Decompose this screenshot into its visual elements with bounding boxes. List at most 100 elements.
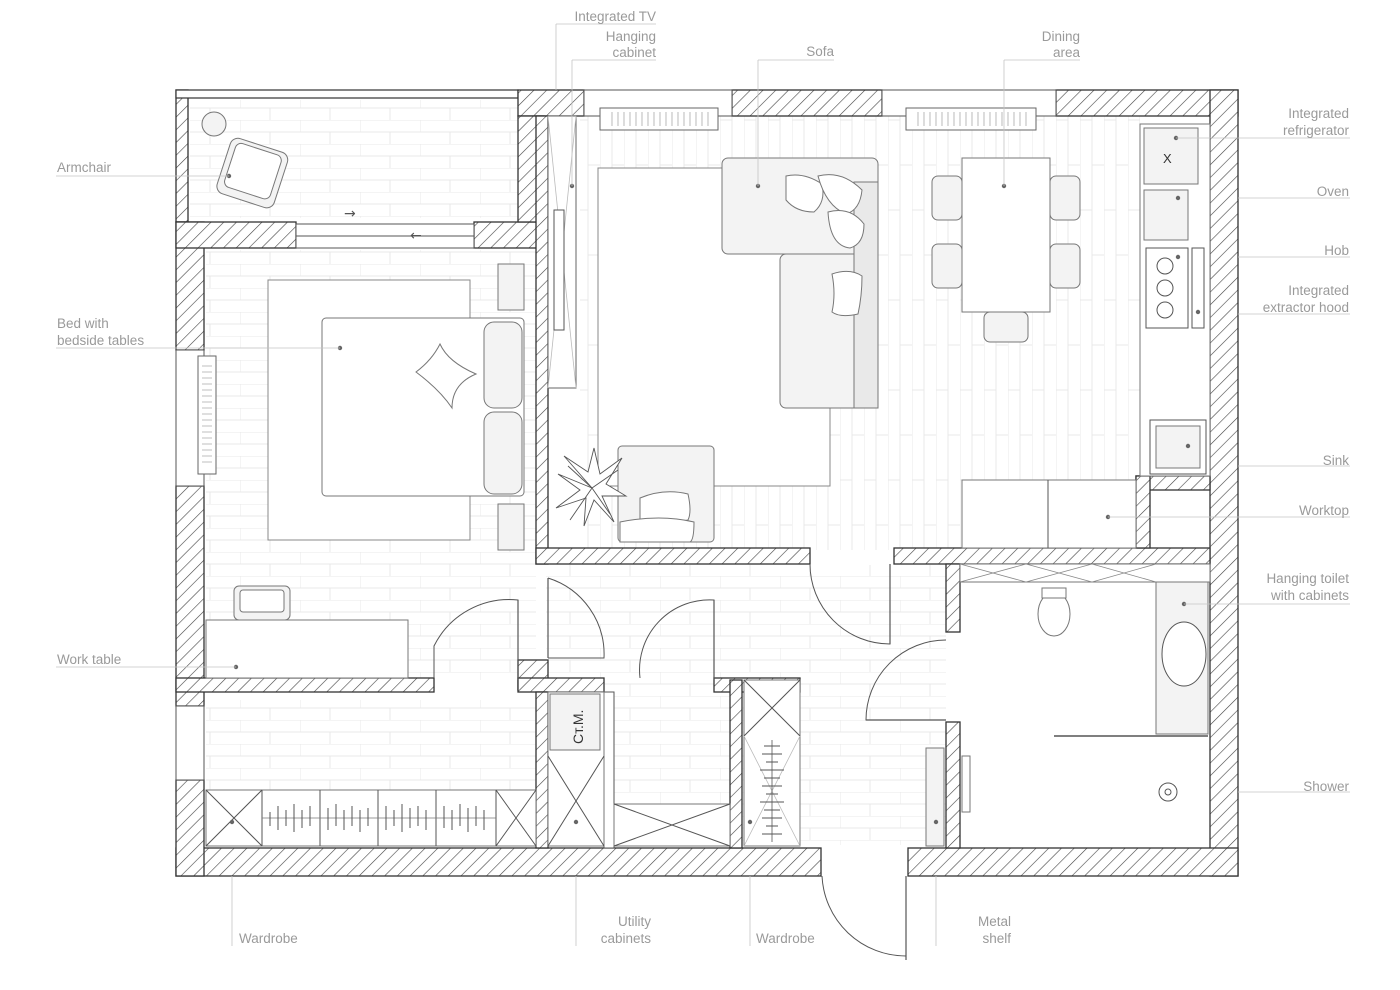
label-hanging-toilet-1: Hanging toilet bbox=[1266, 571, 1349, 586]
utility-cabinets: Ст.М. bbox=[547, 691, 731, 847]
label-work-table: Work table bbox=[57, 652, 121, 667]
metal-shelf bbox=[925, 747, 945, 847]
wall-partition-vertical bbox=[535, 115, 549, 565]
balcony-plant-pot bbox=[201, 111, 227, 137]
wall-living-bottom-1 bbox=[535, 547, 811, 565]
label-integrated-tv: Integrated TV bbox=[574, 9, 656, 24]
door-hall-1 bbox=[547, 577, 605, 659]
bedside-table-1 bbox=[497, 263, 525, 311]
balcony: → ← bbox=[201, 111, 422, 244]
wall-utility-mid bbox=[603, 691, 615, 849]
balcony-wall-left bbox=[175, 89, 189, 223]
balcony-arrow-lower: ← bbox=[410, 228, 422, 244]
label-hanging-cabinet-1: Hanging bbox=[606, 29, 656, 44]
label-extractor-hood-1: Integrated bbox=[1288, 283, 1349, 298]
label-utility-cabinets-1: Utility bbox=[618, 914, 651, 929]
label-worktop: Worktop bbox=[1299, 503, 1349, 518]
label-sofa: Sofa bbox=[806, 44, 834, 59]
wardrobe-left bbox=[205, 789, 537, 847]
label-hanging-toilet-2: with cabinets bbox=[1270, 588, 1349, 603]
label-sink: Sink bbox=[1323, 453, 1350, 468]
washbasin bbox=[1161, 621, 1207, 687]
wall-right bbox=[1209, 89, 1239, 877]
wall-balcony-bedroom-1 bbox=[175, 221, 297, 249]
plant bbox=[555, 447, 628, 527]
chair-4 bbox=[1049, 243, 1081, 289]
labels: Integrated TV Hanging cabinet Sofa Dinin… bbox=[57, 9, 1349, 946]
label-metal-shelf-1: Metal bbox=[978, 914, 1011, 929]
label-oven: Oven bbox=[1317, 184, 1349, 199]
label-bed-1: Bed with bbox=[57, 316, 109, 331]
worktop bbox=[961, 479, 1137, 549]
balcony-wall-top bbox=[175, 89, 519, 99]
living-room bbox=[547, 115, 879, 543]
washing-machine-label: Ст.М. bbox=[570, 710, 586, 744]
wall-left-3 bbox=[175, 779, 205, 877]
oven bbox=[1143, 189, 1189, 241]
label-wardrobe-right: Wardrobe bbox=[756, 931, 815, 946]
door-entrance bbox=[821, 875, 907, 957]
door-utility bbox=[639, 599, 715, 679]
walls bbox=[175, 89, 1239, 877]
wall-bottom-left bbox=[175, 847, 822, 877]
wall-bedroom-bottom bbox=[175, 677, 435, 693]
chair-1 bbox=[931, 175, 963, 221]
wall-living-bottom-2 bbox=[893, 547, 1211, 565]
radiator-living-1 bbox=[599, 107, 719, 131]
wall-top-3 bbox=[1055, 89, 1239, 117]
label-wardrobe-left: Wardrobe bbox=[239, 931, 298, 946]
corridor-floor bbox=[206, 700, 536, 790]
label-refrigerator-2: refrigerator bbox=[1283, 123, 1350, 138]
wall-utility-left bbox=[535, 691, 549, 849]
wall-hall-bottom bbox=[517, 677, 605, 693]
label-dining-area-1: Dining bbox=[1042, 29, 1080, 44]
wall-bathroom-1 bbox=[945, 563, 961, 633]
bedside-table-2 bbox=[497, 503, 525, 551]
wall-balcony-bedroom-2 bbox=[473, 221, 545, 249]
washing-machine bbox=[549, 693, 601, 751]
bed-frame bbox=[321, 317, 525, 497]
decor-cushion bbox=[415, 342, 478, 410]
wardrobe-right bbox=[743, 679, 801, 847]
label-hanging-cabinet-2: cabinet bbox=[612, 45, 656, 60]
balcony-arrow-upper: → bbox=[344, 206, 356, 222]
armchair bbox=[216, 137, 289, 209]
chair-5 bbox=[983, 311, 1029, 343]
label-armchair: Armchair bbox=[57, 160, 112, 175]
kitchen: X bbox=[961, 123, 1211, 549]
windows bbox=[175, 89, 1057, 781]
radiator-bedroom bbox=[197, 355, 217, 475]
wall-wardrobe-left bbox=[729, 679, 743, 849]
label-utility-cabinets-2: cabinets bbox=[601, 931, 652, 946]
doors bbox=[433, 563, 947, 960]
dining-table bbox=[961, 157, 1051, 313]
door-living bbox=[809, 563, 891, 645]
bathroom-cabinets bbox=[959, 563, 1211, 583]
work-desk bbox=[205, 619, 409, 679]
refrigerator bbox=[1143, 127, 1199, 185]
door-bathroom bbox=[865, 639, 947, 721]
window-corridor bbox=[175, 705, 205, 781]
label-shower: Shower bbox=[1303, 779, 1349, 794]
label-extractor-hood-2: extractor hood bbox=[1263, 300, 1349, 315]
label-metal-shelf-2: shelf bbox=[982, 931, 1011, 946]
bathroom bbox=[959, 563, 1211, 813]
wall-kitchen-corner-v bbox=[1135, 475, 1151, 549]
integrated-tv bbox=[553, 209, 565, 331]
chair-2 bbox=[931, 243, 963, 289]
label-dining-area-2: area bbox=[1053, 45, 1081, 60]
label-hob: Hob bbox=[1324, 243, 1349, 258]
bedroom bbox=[267, 263, 525, 551]
radiator-living-2 bbox=[905, 107, 1037, 131]
leaders bbox=[56, 23, 1350, 946]
pillow-2 bbox=[483, 411, 523, 495]
label-bed-2: bedside tables bbox=[57, 333, 144, 348]
door-bedroom bbox=[433, 599, 519, 678]
dining-area bbox=[931, 157, 1081, 343]
work-table bbox=[205, 585, 409, 679]
wall-top-1 bbox=[517, 89, 585, 117]
extractor-hood bbox=[1191, 247, 1205, 329]
wall-left-2 bbox=[175, 485, 205, 707]
fridge-mark: X bbox=[1163, 151, 1172, 166]
